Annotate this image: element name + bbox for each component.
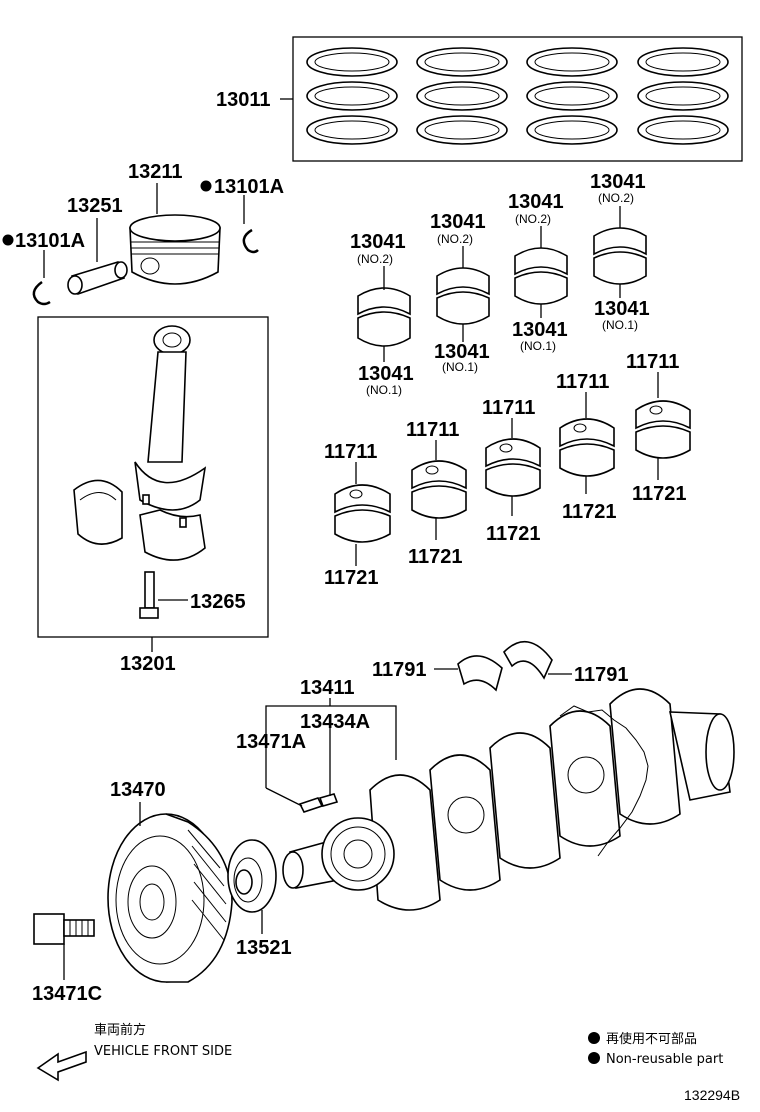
crankshaft-keys [298,793,339,813]
label-13011: 13011 [216,89,271,111]
label-11721-c: 11721 [486,523,541,545]
main-bearing-pair-2 [411,440,467,540]
pulley-bolt [33,913,95,945]
conrod-bolt [139,571,159,619]
legend-bullet-icon [588,1032,600,1044]
label-13251: 13251 [67,195,123,217]
note-no2-a: (NO.2) [357,252,393,266]
conrod-bearing-pair-4 [593,206,647,298]
direction-en: VEHICLE FRONT SIDE [94,1044,232,1059]
label-13041-d-lower: 13041 [594,298,650,320]
label-11791-left: 11791 [372,659,427,681]
label-11711-e: 11711 [626,351,679,373]
piston [129,214,221,285]
label-13041-c-upper: 13041 [508,191,564,213]
note-no1-c: (NO.1) [520,339,556,353]
label-13470: 13470 [110,779,166,801]
note-no1-b: (NO.1) [442,360,478,374]
label-13471c: 13471C [32,983,102,1005]
crankshaft-sprocket [227,839,277,913]
piston-pin [67,261,128,296]
conrod-assy-frame [37,316,269,638]
label-13521: 13521 [236,937,292,959]
conrod-bearing-pair-2 [436,246,490,342]
label-13211: 13211 [128,161,183,183]
label-13041-c-lower: 13041 [512,319,568,341]
non-reusable-bullet [200,180,212,192]
crankshaft-pulley [107,813,233,983]
ring-stack-3 [526,47,618,145]
note-no2-b: (NO.2) [437,232,473,246]
note-no1-a: (NO.1) [366,383,402,397]
note-no1-d: (NO.1) [602,318,638,332]
direction-jp: 車両前方 [94,1022,146,1038]
snap-ring-right [242,228,259,254]
label-11711-a: 11711 [324,441,377,463]
legend-en: Non-reusable part [606,1052,723,1067]
label-11791-right: 11791 [574,664,629,686]
main-bearing-pair-3 [485,418,541,516]
ring-stack-2 [416,47,508,145]
conrod-bearing-pair-1 [357,266,411,362]
snap-ring-left [32,280,51,306]
non-reusable-bullet [2,234,14,246]
thrust-washer-left [457,655,503,692]
label-13041-d-upper: 13041 [590,171,646,193]
figure-code: 132294B [684,1087,740,1103]
note-no2-d: (NO.2) [598,191,634,205]
main-bearing-pair-4 [559,392,615,494]
front-arrow-icon [36,1050,87,1082]
piston-ring-set [306,47,729,145]
label-13101a-right: 13101A [214,176,284,198]
legend-jp: 再使用不可部品 [606,1031,697,1047]
label-13041-a-upper: 13041 [350,231,406,253]
label-13201: 13201 [120,653,176,675]
legend-bullet-icon [588,1052,600,1064]
label-13041-a-lower: 13041 [358,363,414,385]
conrod-bearing-shell [73,479,123,545]
label-11721-b: 11721 [408,546,463,568]
label-11711-d: 11711 [556,371,609,393]
main-bearing-pair-5 [635,372,691,480]
label-13101a-left: 13101A [15,230,85,252]
label-11711-c: 11711 [482,397,535,419]
note-no2-c: (NO.2) [515,212,551,226]
label-13411: 13411 [300,677,355,699]
label-13041-b-lower: 13041 [434,341,490,363]
label-13471a: 13471A [236,731,306,753]
thrust-washer-right [503,640,553,680]
label-11721-e: 11721 [632,483,687,505]
ring-stack-1 [306,47,398,145]
conrod-bearing-pair-3 [514,226,568,318]
crankshaft-timing-gear [321,817,395,891]
label-11721-a: 11721 [324,567,379,589]
connecting-rod [134,325,207,561]
label-11721-d: 11721 [562,501,617,523]
label-13265: 13265 [190,591,246,613]
main-bearing-pair-1 [334,462,391,566]
ring-stack-4 [637,47,729,145]
label-13434a: 13434A [300,711,370,733]
label-11711-b: 11711 [406,419,459,441]
label-13041-b-upper: 13041 [430,211,486,233]
